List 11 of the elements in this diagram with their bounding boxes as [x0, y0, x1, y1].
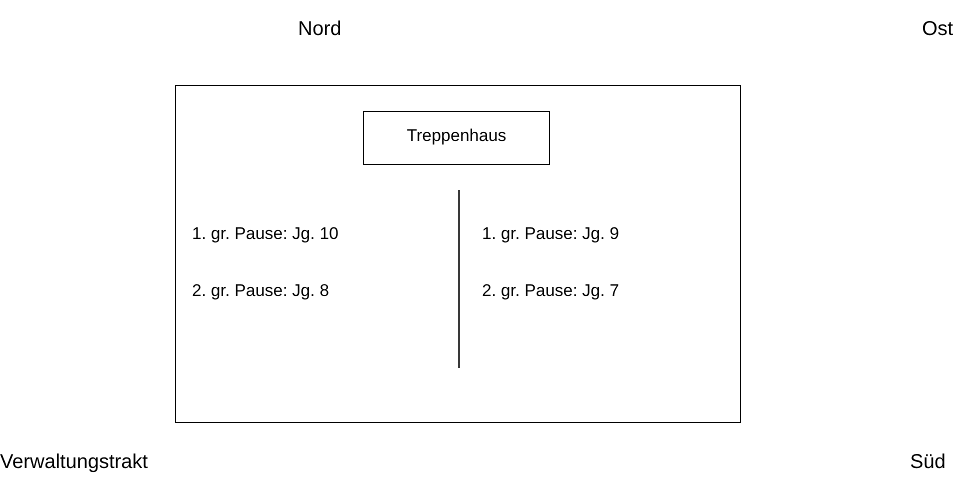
- direction-label: Süd: [910, 451, 946, 474]
- room-label: Treppenhaus: [406, 126, 508, 146]
- room-box: [175, 85, 741, 423]
- break-schedule-text: 1. gr. Pause: Jg. 10: [192, 224, 338, 244]
- break-schedule-text: 2. gr. Pause: Jg. 7: [482, 281, 620, 301]
- break-schedule-text: 2. gr. Pause: Jg. 8: [192, 281, 330, 301]
- direction-label: Verwaltungstrakt: [0, 451, 148, 474]
- break-schedule-text: 1. gr. Pause: Jg. 9: [482, 224, 620, 244]
- direction-label: Ost: [922, 18, 954, 41]
- direction-label: Nord: [298, 18, 342, 41]
- stairwell-box: [363, 111, 550, 165]
